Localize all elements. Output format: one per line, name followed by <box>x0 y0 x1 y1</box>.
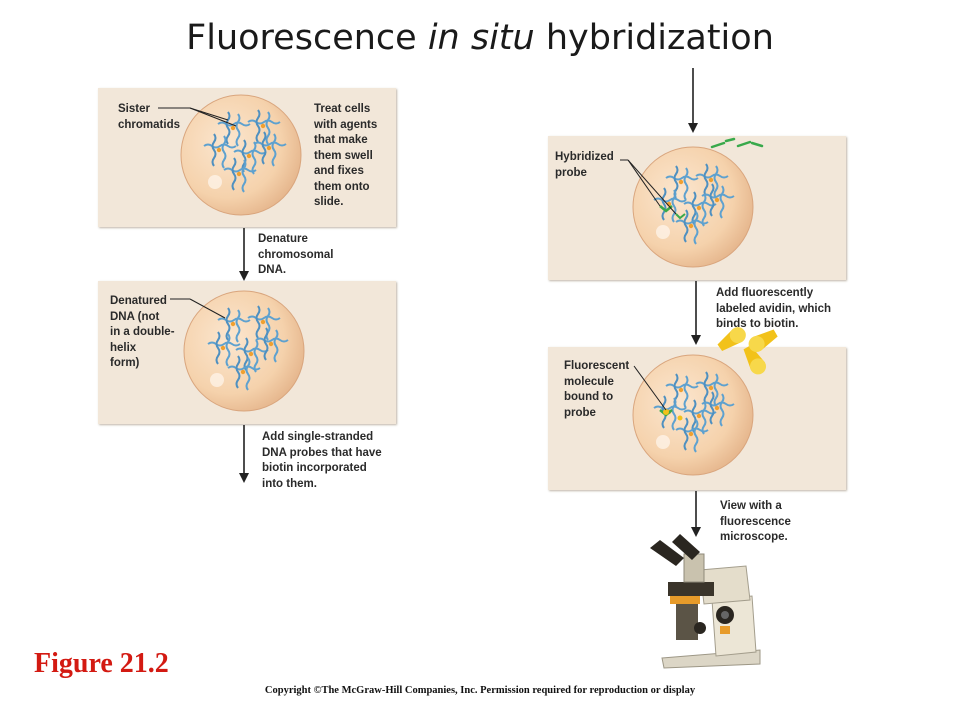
label-hybridized-probe: Hybridized probe <box>555 151 614 179</box>
cell-step-4 <box>632 354 754 476</box>
label-sister-chromatids: Sister chromatids <box>118 103 180 131</box>
microscope <box>650 534 761 669</box>
figure-label: Figure 21.2 <box>34 648 169 679</box>
label-view-microscope: View with a fluorescence microscope. <box>720 500 791 543</box>
cell-step-2 <box>183 290 305 412</box>
label-denature: Denature chromosomal DNA. <box>258 233 334 276</box>
label-denatured-dna: Denatured DNA (not in a double- helix fo… <box>110 295 175 369</box>
cell-step-3 <box>632 146 754 268</box>
cell-step-1 <box>180 94 302 216</box>
label-add-avidin: Add fluorescently labeled avidin, which … <box>716 287 832 330</box>
label-treat-cells: Treat cells with agents that make them s… <box>314 103 378 208</box>
label-add-probes: Add single-stranded DNA probes that have… <box>262 431 382 490</box>
process-arrows <box>239 68 701 537</box>
avidin-molecules <box>717 327 778 375</box>
page-title: Fluorescence in situ hybridization <box>186 18 774 58</box>
label-fluorescent-molecule: Fluorescent molecule bound to probe <box>564 360 630 419</box>
copyright-notice: Copyright ©The McGraw-Hill Companies, In… <box>264 685 696 696</box>
free-probes <box>710 137 764 149</box>
